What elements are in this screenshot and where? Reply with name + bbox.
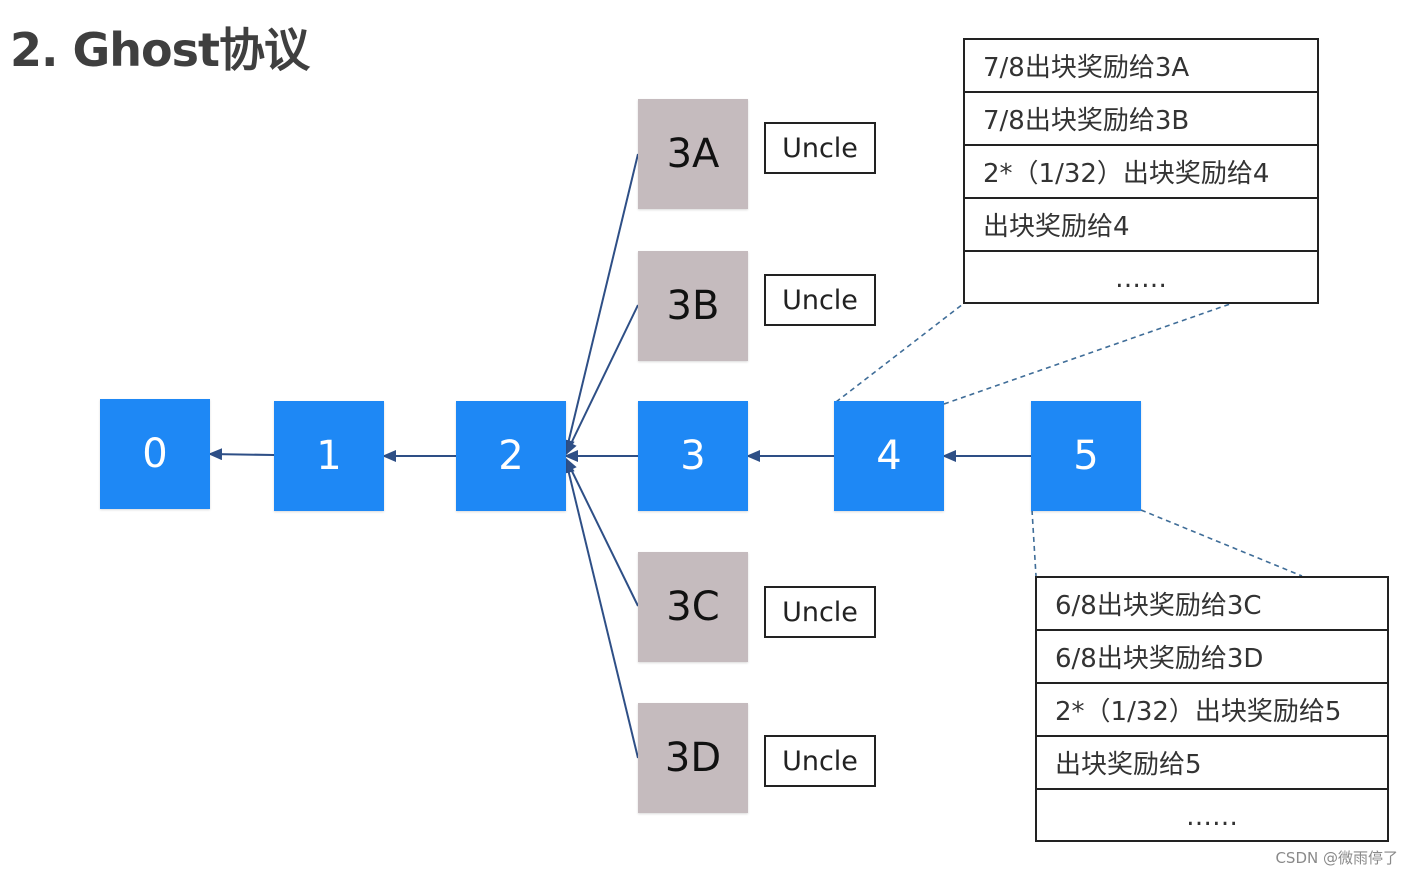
uncle-label-3A: Uncle bbox=[764, 122, 876, 174]
page-title: 2. Ghost协议 bbox=[10, 23, 310, 77]
block-3-label: 3 bbox=[680, 433, 706, 479]
uncle-block-3C-label: 3C bbox=[666, 584, 720, 630]
arrow-3B-to-2 bbox=[565, 304, 639, 456]
uncle-block-3D-label: 3D bbox=[664, 735, 722, 781]
uncle-block-3B-label: 3B bbox=[666, 283, 720, 329]
block-3: 3 bbox=[638, 401, 748, 511]
reward-row: 2*（1/32）出块奖励给4 bbox=[965, 146, 1317, 199]
reward-row: 7/8出块奖励给3B bbox=[965, 93, 1317, 146]
reward-row: 6/8出块奖励给3D bbox=[1037, 631, 1387, 684]
reward-row: 出块奖励给5 bbox=[1037, 737, 1387, 790]
reward-table-block5: 6/8出块奖励给3C 6/8出块奖励给3D 2*（1/32）出块奖励给5 出块奖… bbox=[1035, 576, 1389, 842]
block-2: 2 bbox=[456, 401, 566, 511]
callout-block5-left bbox=[1031, 509, 1037, 577]
uncle-block-3B: 3B bbox=[638, 251, 748, 361]
reward-row: 7/8出块奖励给3A bbox=[965, 40, 1317, 93]
arrow-3A-to-2 bbox=[562, 153, 639, 454]
reward-row-ellipsis: …… bbox=[1186, 801, 1238, 832]
callout-block4-right bbox=[943, 303, 1231, 405]
uncle-label-3C: Uncle bbox=[764, 586, 876, 638]
uncle-label-3B: Uncle bbox=[764, 274, 876, 326]
uncle-label-3D: Uncle bbox=[764, 735, 876, 787]
block-0-label: 0 bbox=[142, 431, 168, 477]
reward-row: 2*（1/32）出块奖励给5 bbox=[1037, 684, 1387, 737]
block-0: 0 bbox=[100, 399, 210, 509]
uncle-block-3C: 3C bbox=[638, 552, 748, 662]
block-5-label: 5 bbox=[1073, 433, 1099, 479]
reward-table-block4: 7/8出块奖励给3A 7/8出块奖励给3B 2*（1/32）出块奖励给4 出块奖… bbox=[963, 38, 1319, 304]
uncle-block-3A: 3A bbox=[638, 99, 748, 209]
arrow-1-to-0 bbox=[208, 448, 275, 461]
uncle-block-3D: 3D bbox=[638, 703, 748, 813]
block-4-label: 4 bbox=[876, 433, 902, 479]
block-4: 4 bbox=[834, 401, 944, 511]
reward-row-ellipsis: …… bbox=[1115, 263, 1167, 294]
arrow-3D-to-2 bbox=[562, 459, 639, 759]
uncle-block-3A-label: 3A bbox=[666, 131, 720, 177]
block-1: 1 bbox=[274, 401, 384, 511]
reward-row: 出块奖励给4 bbox=[965, 199, 1317, 252]
block-2-label: 2 bbox=[498, 433, 524, 479]
arrow-3C-to-2 bbox=[565, 457, 639, 607]
callout-block5-right bbox=[1140, 509, 1303, 577]
block-1-label: 1 bbox=[316, 433, 342, 479]
watermark: CSDN @微雨停了 bbox=[1275, 849, 1398, 867]
block-5: 5 bbox=[1031, 401, 1141, 511]
reward-row: 6/8出块奖励给3C bbox=[1037, 578, 1387, 631]
